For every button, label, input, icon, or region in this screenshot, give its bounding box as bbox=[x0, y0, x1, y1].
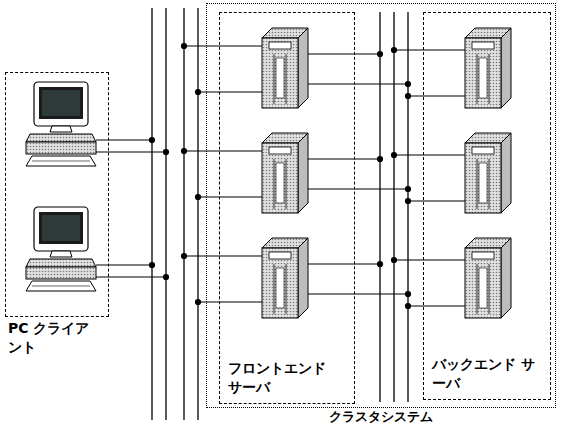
group-label: PC クライアント bbox=[8, 319, 100, 357]
client-group: PC クライアント bbox=[5, 72, 109, 317]
group-label: バックエンド サーバ bbox=[432, 355, 540, 393]
server-group: バックエンド サーバ bbox=[423, 12, 551, 400]
server-group: フロントエンド サーバ bbox=[219, 12, 355, 404]
group-label: フロントエンド サーバ bbox=[228, 359, 344, 397]
cluster-boundary: クラスタシステムフロントエンド サーババックエンド サーバ bbox=[206, 3, 556, 408]
group-label: クラスタシステム bbox=[281, 408, 481, 426]
